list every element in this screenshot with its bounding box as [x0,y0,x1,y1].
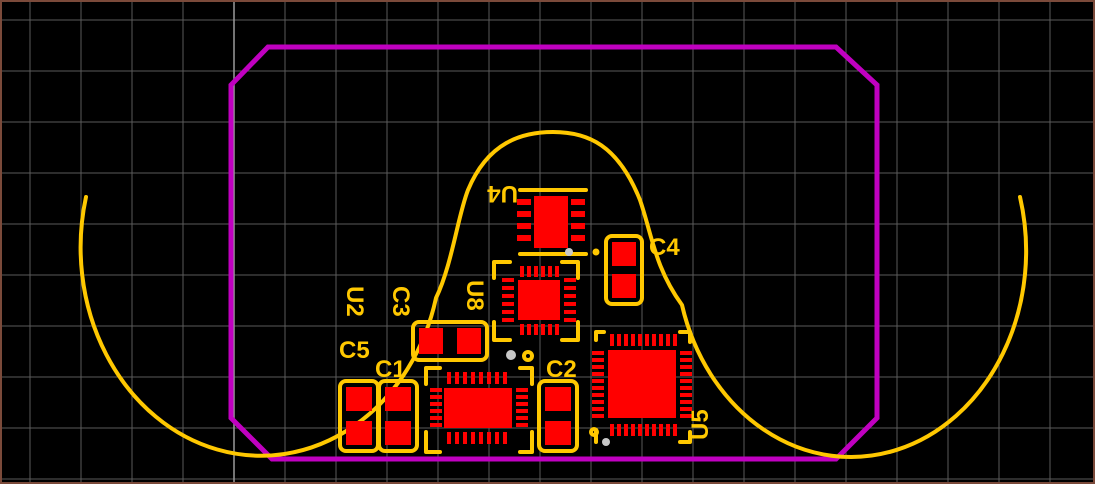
designator-u8: U8 [461,280,488,311]
silk-outline-curve [78,130,1029,460]
designator-c3: C3 [387,286,414,317]
u5-pins [592,334,692,436]
component-c5[interactable]: C5 [338,337,380,453]
board-outline[interactable] [228,44,880,462]
component-c3[interactable]: C3 [387,286,489,362]
component-u8[interactable]: U8 [461,260,580,362]
designator-u4: U4 [487,180,518,207]
component-c2[interactable]: C2 [537,356,579,453]
u8-pins [502,266,576,335]
designator-c1: C1 [375,356,406,383]
designator-u5: U5 [687,409,714,440]
designator-c2: C2 [546,356,577,383]
component-u4[interactable]: U4 [487,180,588,256]
component-c1[interactable]: C1 [375,356,419,453]
component-c4[interactable]: C4 [592,234,681,306]
component-u5[interactable]: U5 [589,330,714,446]
designator-c4: C4 [649,234,680,261]
designator-u2: U2 [341,286,368,317]
component-u2[interactable] [424,350,534,454]
u2-pins [430,372,528,444]
designator-c5: C5 [339,337,370,364]
